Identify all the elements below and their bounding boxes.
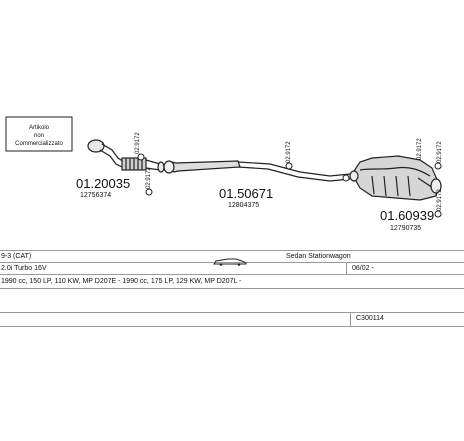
clamp-ring-2 bbox=[145, 188, 153, 196]
engine-cell: 2.0i Turbo 16V bbox=[1, 265, 47, 272]
clamp-label-1: 02.9172 bbox=[135, 132, 141, 154]
date-cell: 06/02 - bbox=[352, 265, 374, 272]
part-number-1: 01.20035 bbox=[76, 176, 130, 191]
table-border-row1 bbox=[0, 262, 464, 263]
table-divider-2 bbox=[350, 312, 351, 326]
spec-cell: 1990 cc, 150 LP, 110 KW, MP D207E - 1990… bbox=[1, 278, 242, 285]
clamp-label-3: 02.9172 bbox=[286, 141, 292, 163]
rear-silencer bbox=[349, 155, 442, 201]
clamp-ring-5 bbox=[434, 162, 442, 170]
note-box bbox=[5, 116, 73, 152]
part-ref-1: 12756374 bbox=[80, 192, 111, 199]
part-ref-3: 12790735 bbox=[390, 225, 421, 232]
code-cell: C300114 bbox=[356, 315, 384, 322]
clamp-ring-4 bbox=[342, 174, 350, 182]
part-number-2: 01.50671 bbox=[219, 186, 273, 201]
table-border-row5 bbox=[0, 326, 464, 327]
clamp-label-5: 02.9172 bbox=[437, 141, 443, 163]
table-border-row3 bbox=[0, 288, 464, 289]
clamp-label-4: 02.9172 bbox=[417, 138, 423, 160]
clamp-ring-3 bbox=[285, 162, 293, 170]
middle-silencer bbox=[162, 160, 351, 182]
clamp-label-2: 02.9172 bbox=[146, 167, 152, 189]
part-number-3: 01.60939 bbox=[380, 208, 434, 223]
note-line-2: non bbox=[34, 133, 44, 139]
clamp-ring-6 bbox=[434, 210, 442, 218]
car-side-icon bbox=[212, 253, 248, 266]
clamp-label-6: 02.9172 bbox=[437, 189, 443, 211]
note-line-1: Artikolo bbox=[29, 125, 50, 131]
clamp-markers bbox=[137, 153, 442, 218]
clamp-ring-1 bbox=[137, 153, 145, 161]
table-divider-1 bbox=[346, 262, 347, 274]
body-type-cell: Sedan Stationwagon bbox=[286, 253, 351, 260]
table-border-top bbox=[0, 250, 464, 251]
table-border-row4 bbox=[0, 312, 464, 313]
model-cell: 9-3 (CAT) bbox=[1, 253, 32, 260]
note-line-3: Commercializzato bbox=[15, 141, 63, 147]
part-ref-2: 12804375 bbox=[228, 202, 259, 209]
table-border-row2 bbox=[0, 274, 464, 275]
